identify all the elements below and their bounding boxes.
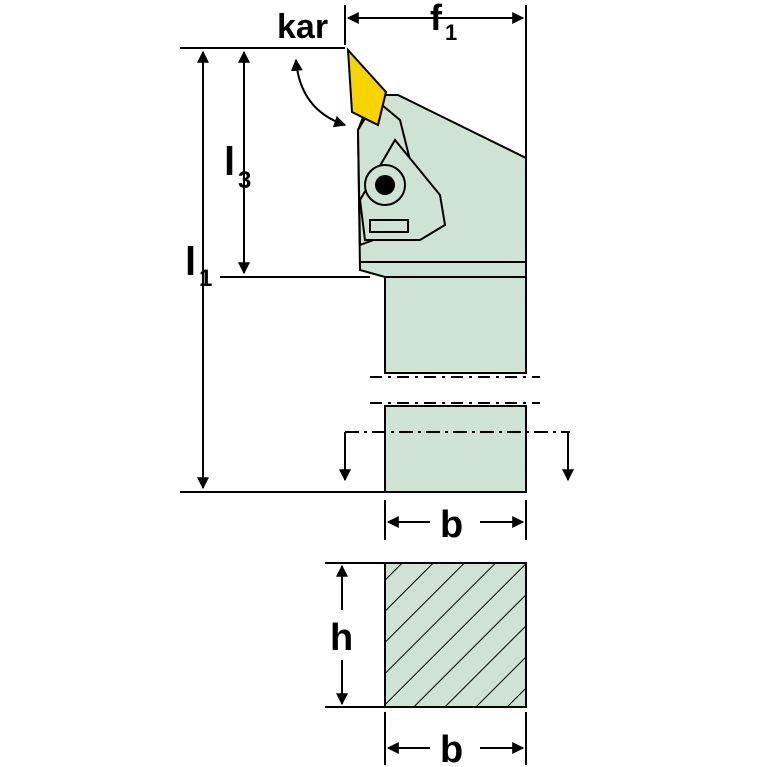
label-l1-sub: 1 <box>199 265 212 292</box>
dimension-l3 <box>220 47 370 278</box>
dimension-h <box>325 562 385 708</box>
shank <box>370 276 540 493</box>
label-l1: l <box>185 240 196 284</box>
label-kar: kar <box>277 8 328 46</box>
cutting-insert <box>346 47 388 127</box>
kar-angle-arrow <box>290 58 347 128</box>
label-b-side: b <box>440 504 463 546</box>
label-l3-sub: 3 <box>238 167 251 194</box>
cross-section <box>384 562 527 708</box>
label-f-sub: 1 <box>445 20 457 45</box>
label-h: h <box>330 617 353 659</box>
tool-head <box>356 94 527 278</box>
dimension-l1 <box>180 47 385 493</box>
label-f: f <box>430 0 443 38</box>
dimension-b-section <box>384 712 527 765</box>
dimension-b-side <box>384 500 527 540</box>
centerline-icon <box>339 431 574 482</box>
label-b-section: b <box>440 729 463 767</box>
hatch-pattern <box>384 562 527 708</box>
dimension-f1 <box>344 5 527 158</box>
label-l3: l <box>224 140 235 184</box>
